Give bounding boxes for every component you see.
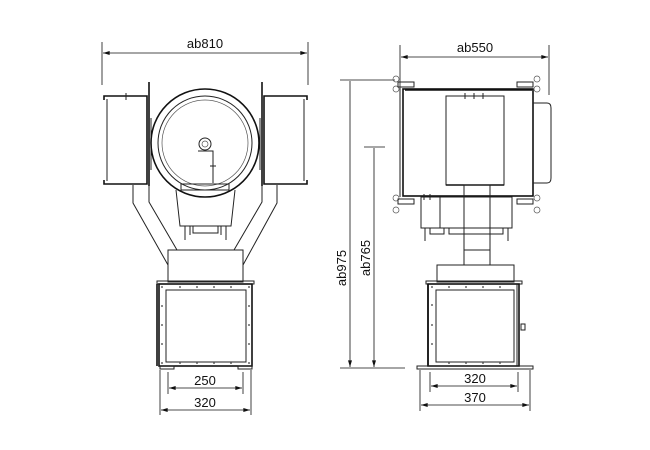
- dimension-label-width: ab550: [457, 40, 493, 55]
- side-pedestal: [436, 264, 515, 283]
- dimension-label-height: ab975: [334, 250, 349, 286]
- side-flange: [420, 194, 513, 241]
- right-side-housing: [259, 82, 308, 186]
- dimension-label-outer: 370: [464, 390, 486, 405]
- dimension-ab810: ab810: [101, 36, 309, 85]
- left-side-housing: [103, 82, 152, 186]
- dimension-label-outer: 320: [194, 395, 216, 410]
- dimension-ab765: ab765: [358, 146, 385, 367]
- side-view: ab550 ab975 ab765: [334, 40, 552, 411]
- dimension-base-side: 320 370: [419, 370, 531, 411]
- dimension-label-axis-height: ab765: [358, 240, 373, 276]
- dimension-label-width: ab810: [187, 36, 223, 51]
- side-drum-housing: [392, 75, 552, 214]
- dimension-label-inner: 320: [464, 371, 486, 386]
- dimension-ab975: ab975: [334, 79, 395, 367]
- dimension-base-front: 250 320: [159, 370, 252, 415]
- front-base-box: [156, 280, 255, 370]
- side-base-box: [416, 280, 534, 370]
- front-view: ab810: [101, 36, 309, 415]
- wing-nut-icon: [392, 75, 541, 214]
- dimension-label-inner: 250: [194, 373, 216, 388]
- main-drum: [150, 88, 260, 198]
- pedestal-column: [167, 249, 244, 283]
